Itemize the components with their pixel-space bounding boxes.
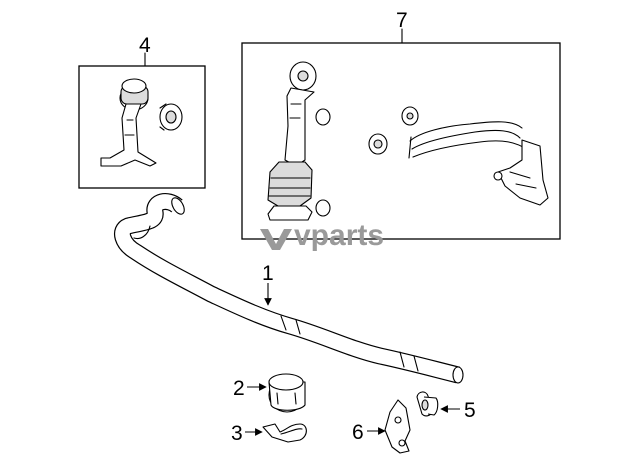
watermark-text: vparts bbox=[294, 219, 384, 252]
callout-7[interactable]: 7 bbox=[396, 9, 408, 32]
hydraulic-lines-part bbox=[408, 121, 549, 206]
bushing-part-2 bbox=[268, 373, 306, 413]
callout-labels: 4 7 1 2 3 5 6 bbox=[139, 9, 476, 445]
callout-6[interactable]: 6 bbox=[352, 421, 364, 444]
actuator-cylinder-part bbox=[267, 61, 331, 221]
leader-lines bbox=[144, 28, 460, 436]
bushing-parts bbox=[368, 106, 419, 155]
callout-2[interactable]: 2 bbox=[233, 377, 245, 400]
callout-5[interactable]: 5 bbox=[464, 399, 476, 422]
bracket-part-6 bbox=[384, 399, 411, 454]
vparts-logo-icon bbox=[260, 229, 292, 250]
callout-3[interactable]: 3 bbox=[231, 422, 243, 445]
box-4-stabilizer-link[interactable] bbox=[78, 65, 206, 189]
stabilizer-bar-part bbox=[114, 193, 464, 384]
clamp-part-5 bbox=[416, 391, 439, 417]
callout-1[interactable]: 1 bbox=[262, 262, 274, 285]
watermark: vparts bbox=[260, 219, 384, 252]
bracket-part-3 bbox=[262, 423, 307, 443]
stabilizer-link-part bbox=[100, 78, 183, 167]
callout-4[interactable]: 4 bbox=[139, 34, 151, 57]
box-7-actuator-assembly[interactable] bbox=[241, 42, 561, 240]
